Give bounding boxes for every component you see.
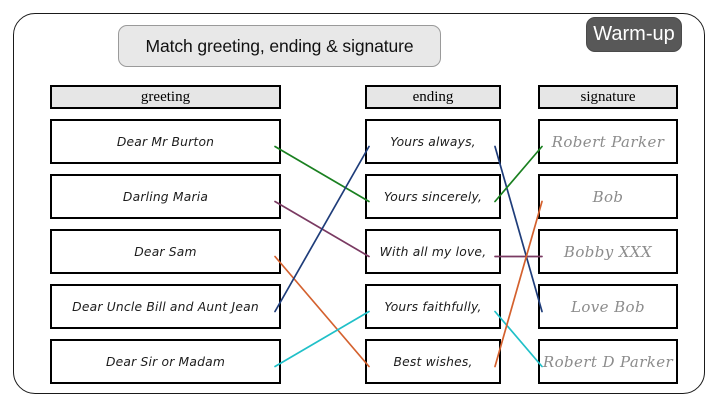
match-cell-label: With all my love,: [379, 244, 487, 259]
match-cell-label: Dear Sir or Madam: [105, 354, 226, 369]
column-header-ending: ending: [365, 85, 501, 109]
warmup-badge: Warm-up: [586, 17, 682, 52]
match-cell-greeting-5[interactable]: Dear Sir or Madam: [50, 339, 281, 384]
match-cell-ending-3[interactable]: With all my love,: [365, 229, 501, 274]
match-cell-greeting-4[interactable]: Dear Uncle Bill and Aunt Jean: [50, 284, 281, 329]
match-cell-label: Darling Maria: [122, 189, 209, 204]
match-cell-signature-4[interactable]: Love Bob: [538, 284, 678, 329]
match-cell-label: Robert Parker: [551, 132, 665, 151]
column-header-label: ending: [412, 88, 454, 105]
match-cell-ending-1[interactable]: Yours always,: [365, 119, 501, 164]
title-box: Match greeting, ending & signature: [118, 25, 441, 67]
match-cell-label: Robert D Parker: [542, 352, 674, 371]
match-cell-label: Love Bob: [571, 297, 645, 316]
match-cell-label: Yours always,: [390, 134, 476, 149]
match-cell-signature-2[interactable]: Bob: [538, 174, 678, 219]
column-header-signature: signature: [538, 85, 678, 109]
match-cell-label: Yours sincerely,: [383, 189, 483, 204]
column-header-label: signature: [580, 88, 636, 105]
column-header-greeting: greeting: [50, 85, 281, 109]
match-cell-label: Dear Uncle Bill and Aunt Jean: [72, 299, 259, 314]
match-cell-label: Dear Sam: [134, 244, 197, 259]
match-cell-ending-4[interactable]: Yours faithfully,: [365, 284, 501, 329]
match-cell-ending-2[interactable]: Yours sincerely,: [365, 174, 501, 219]
column-header-label: greeting: [140, 88, 191, 105]
page-title: Match greeting, ending & signature: [145, 35, 414, 56]
warmup-badge-label: Warm-up: [593, 23, 675, 45]
slide-border: [13, 13, 705, 394]
match-cell-signature-3[interactable]: Bobby XXX: [538, 229, 678, 274]
match-cell-signature-1[interactable]: Robert Parker: [538, 119, 678, 164]
match-cell-greeting-1[interactable]: Dear Mr Burton: [50, 119, 281, 164]
match-cell-signature-5[interactable]: Robert D Parker: [538, 339, 678, 384]
match-cell-label: Bobby XXX: [563, 242, 653, 261]
match-cell-label: Bob: [592, 187, 624, 206]
match-cell-ending-5[interactable]: Best wishes,: [365, 339, 501, 384]
match-cell-greeting-3[interactable]: Dear Sam: [50, 229, 281, 274]
match-cell-greeting-2[interactable]: Darling Maria: [50, 174, 281, 219]
match-cell-label: Dear Mr Burton: [116, 134, 215, 149]
match-cell-label: Best wishes,: [393, 354, 473, 369]
match-cell-label: Yours faithfully,: [384, 299, 482, 314]
